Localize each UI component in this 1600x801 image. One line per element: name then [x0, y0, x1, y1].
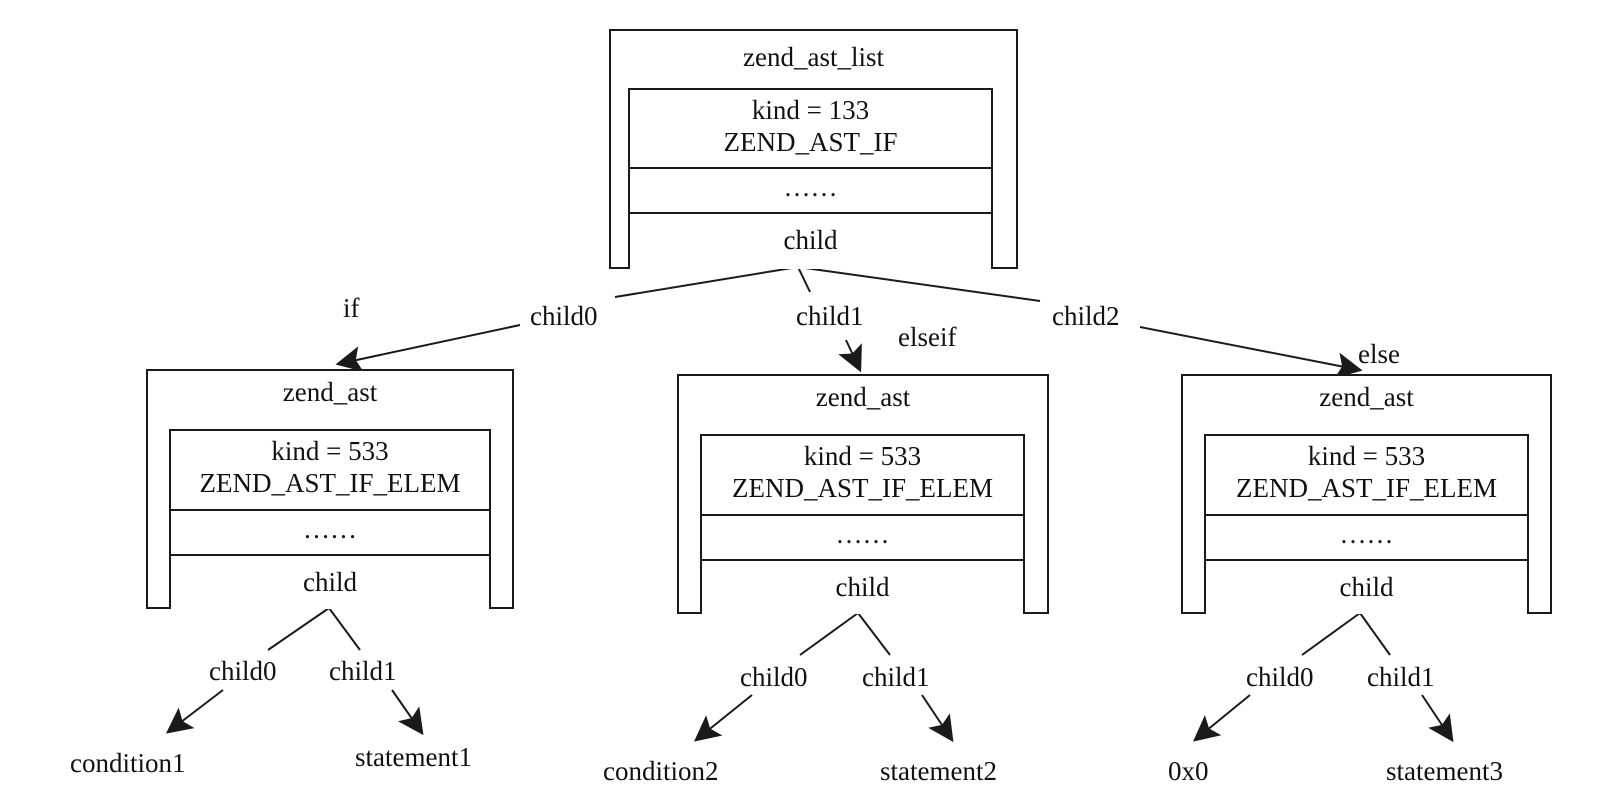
node1-edge-child0-arrow [165, 689, 224, 734]
node3-edge-child0 [1301, 612, 1361, 656]
node2-edge-child0-label: child0 [738, 662, 810, 692]
branch-label-elseif: elseif [898, 322, 957, 352]
node1-child-row: child [303, 567, 357, 597]
node3-leaf-statement: statement3 [1386, 756, 1503, 786]
root-kind-constant: ZEND_AST_IF [723, 127, 898, 157]
root-edge-child2-arrow [1139, 326, 1363, 379]
node3-edge-child1 [1359, 612, 1391, 656]
node2-edge-child1 [857, 612, 891, 656]
node2-kind-constant: ZEND_AST_IF_ELEM [732, 473, 993, 503]
root-edge-child0-arrow [335, 324, 521, 372]
node2-dots-row: …… [702, 516, 1023, 561]
root-node-struct: kind = 133 ZEND_AST_IF …… child [628, 88, 993, 269]
node1-edge-child0 [267, 607, 330, 651]
root-edge-child0-label: child0 [528, 301, 600, 331]
node1-leaf-statement: statement1 [355, 742, 472, 772]
node1-edge-child1 [328, 607, 361, 651]
root-node: zend_ast_list kind = 133 ZEND_AST_IF …… … [609, 29, 1018, 269]
root-edge-child1 [797, 266, 811, 293]
node2-edge-child0 [799, 612, 859, 656]
root-dots-row: …… [630, 169, 991, 214]
branch-label-if: if [343, 293, 360, 323]
node2-edge-child0-arrow [693, 694, 753, 742]
node3-dots-row: …… [1206, 516, 1527, 561]
root-node-title: zend_ast_list [743, 42, 884, 72]
root-kind-value: kind = 133 [751, 95, 870, 125]
root-edge-child2-label: child2 [1050, 301, 1122, 331]
node1-edge-child1-arrow [391, 689, 424, 736]
node1-struct: kind = 533 ZEND_AST_IF_ELEM …… child [169, 429, 491, 609]
node2-child-row: child [835, 572, 890, 602]
node3-kind-row: kind = 533 ZEND_AST_IF_ELEM [1206, 436, 1527, 516]
node2-leaf-condition: condition2 [603, 756, 719, 786]
node3-edge-child0-arrow [1192, 694, 1251, 742]
node2-struct: kind = 533 ZEND_AST_IF_ELEM …… child [700, 434, 1025, 614]
node1-kind-value: kind = 533 [271, 436, 389, 466]
node1-leaf-condition: condition1 [70, 748, 186, 778]
node2-edge-child1-arrow [921, 694, 954, 743]
node3-kind-value: kind = 533 [1307, 441, 1426, 471]
root-edge-child2 [797, 266, 1041, 302]
node3-child-row: child [1339, 572, 1394, 602]
node1-kind-constant: ZEND_AST_IF_ELEM [199, 468, 461, 498]
node3-leaf-null: 0x0 [1168, 756, 1209, 786]
node1-edge-child0-label: child0 [207, 656, 279, 686]
node3-title: zend_ast [1319, 382, 1414, 412]
node1-kind-row: kind = 533 ZEND_AST_IF_ELEM [171, 431, 489, 511]
root-edge-child0 [614, 266, 799, 298]
node2-leaf-statement: statement2 [880, 756, 997, 786]
root-kind-row: kind = 133 ZEND_AST_IF [630, 90, 991, 169]
if-elem-node-3: zend_ast kind = 533 ZEND_AST_IF_ELEM …… … [1181, 374, 1552, 614]
node3-kind-constant: ZEND_AST_IF_ELEM [1236, 473, 1497, 503]
node1-edge-child1-label: child1 [327, 656, 399, 686]
node2-title: zend_ast [815, 382, 911, 412]
root-child-row: child [783, 225, 838, 255]
node3-edge-child1-arrow [1421, 694, 1454, 743]
node2-edge-child1-label: child1 [860, 662, 932, 692]
root-edge-child1-label: child1 [794, 301, 866, 331]
node1-dots-row: …… [171, 511, 489, 556]
node2-kind-row: kind = 533 ZEND_AST_IF_ELEM [702, 436, 1023, 516]
node1-title: zend_ast [282, 377, 378, 407]
node3-struct: kind = 533 ZEND_AST_IF_ELEM …… child [1204, 434, 1529, 614]
node3-edge-child0-label: child0 [1244, 662, 1316, 692]
node3-edge-child1-label: child1 [1365, 662, 1437, 692]
node2-kind-value: kind = 533 [803, 441, 922, 471]
root-edge-child1-arrow [838, 339, 862, 373]
branch-label-else: else [1358, 339, 1400, 369]
if-elem-node-1: zend_ast kind = 533 ZEND_AST_IF_ELEM …… … [146, 369, 514, 609]
if-elem-node-2: zend_ast kind = 533 ZEND_AST_IF_ELEM …… … [677, 374, 1049, 614]
